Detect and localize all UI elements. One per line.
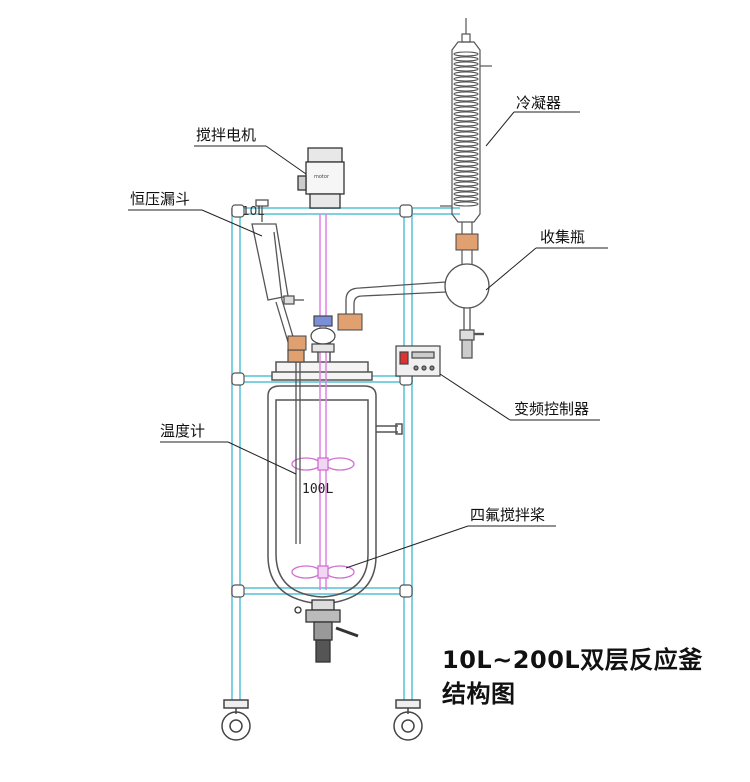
svg-text:motor: motor bbox=[314, 174, 330, 180]
vapor-tube bbox=[345, 281, 447, 320]
caster-right bbox=[393, 699, 423, 741]
condenser-flange bbox=[455, 233, 479, 251]
diagram-title-line2: 结构图 bbox=[442, 680, 516, 708]
coil-turn bbox=[453, 161, 479, 167]
coil-turn bbox=[453, 186, 479, 192]
condenser-neck bbox=[461, 222, 473, 266]
label-pressure-funnel: 恒压漏斗 bbox=[130, 190, 191, 208]
coil-turn bbox=[453, 166, 479, 172]
coil-turn bbox=[453, 101, 479, 107]
coil-turn bbox=[453, 106, 479, 112]
leader-lines bbox=[128, 111, 608, 569]
coil-turn bbox=[453, 66, 479, 72]
coil-turn bbox=[453, 156, 479, 162]
thermometer bbox=[287, 349, 305, 544]
coil-turn bbox=[453, 131, 479, 137]
coil-turn bbox=[453, 61, 479, 67]
coil-turn bbox=[453, 171, 479, 177]
coil-turn bbox=[453, 91, 479, 97]
coil-turn bbox=[453, 136, 479, 142]
coil-turn bbox=[453, 51, 479, 57]
funnel-volume-label: 10L bbox=[242, 204, 264, 218]
label-controller: 变频控制器 bbox=[514, 400, 590, 418]
collection-flask bbox=[444, 263, 490, 359]
label-stirring-motor: 搅拌电机 bbox=[196, 126, 257, 144]
coil-turn bbox=[453, 56, 479, 62]
coil-turn bbox=[453, 176, 479, 182]
shaft-seal bbox=[310, 315, 336, 353]
label-thermometer: 温度计 bbox=[160, 422, 206, 440]
inverter-controller bbox=[395, 345, 441, 377]
support-frame bbox=[231, 207, 460, 706]
stirring-motor: motor bbox=[297, 147, 345, 209]
coil-turn bbox=[453, 81, 479, 87]
pressure-funnel bbox=[251, 199, 304, 343]
impeller-lower bbox=[291, 565, 355, 579]
label-condenser: 冷凝器 bbox=[516, 94, 562, 112]
coil-turn bbox=[453, 196, 479, 202]
coil-turn bbox=[453, 141, 479, 147]
coil-turn bbox=[453, 146, 479, 152]
tube-flange bbox=[337, 313, 363, 331]
coil-turn bbox=[453, 116, 479, 122]
coil-turn bbox=[453, 181, 479, 187]
condenser-coil bbox=[453, 51, 479, 207]
coil-turn bbox=[453, 201, 479, 207]
coil-turn bbox=[453, 121, 479, 127]
coil-turn bbox=[453, 86, 479, 92]
condenser bbox=[440, 18, 492, 223]
coil-turn bbox=[453, 151, 479, 157]
coil-turn bbox=[453, 76, 479, 82]
caster-left bbox=[221, 699, 251, 741]
label-stirring-paddle: 四氟搅拌桨 bbox=[470, 506, 546, 524]
discharge-valve bbox=[294, 599, 359, 663]
reactor-vessel bbox=[267, 340, 403, 605]
funnel-flange bbox=[287, 335, 307, 351]
coil-turn bbox=[453, 71, 479, 77]
coil-turn bbox=[453, 111, 479, 117]
coil-turn bbox=[453, 191, 479, 197]
frame-clamps bbox=[231, 204, 413, 598]
impeller-upper bbox=[291, 457, 355, 471]
label-collection-flask: 收集瓶 bbox=[540, 228, 586, 246]
stirring-shaft bbox=[319, 214, 327, 590]
diagram-title: 10L~200L双层反应釜 bbox=[442, 646, 703, 674]
coil-turn bbox=[453, 126, 479, 132]
coil-turn bbox=[453, 96, 479, 102]
vessel-volume-label: 100L bbox=[302, 482, 334, 497]
